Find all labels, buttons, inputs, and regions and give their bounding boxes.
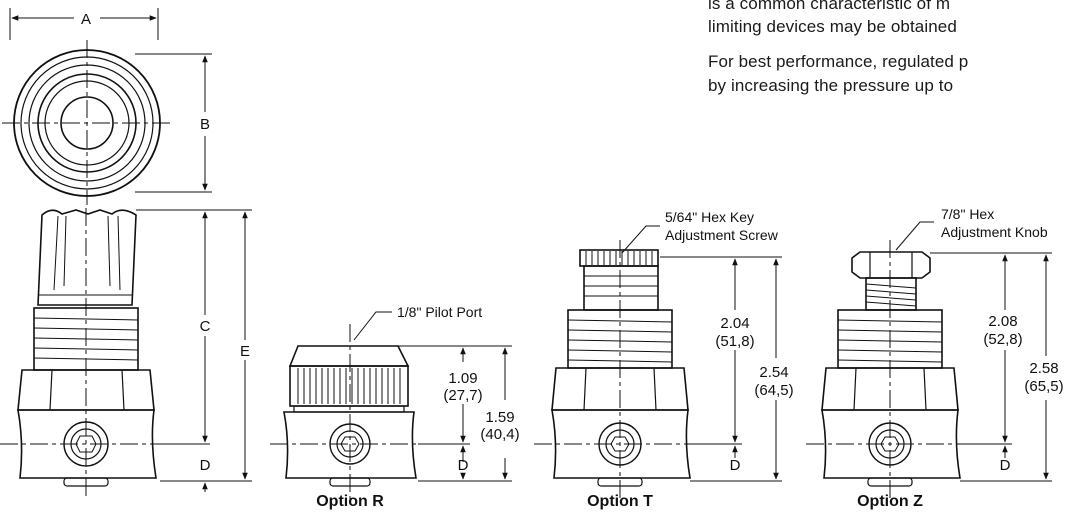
knob [37,209,137,306]
dim-c-label: C [200,318,211,335]
option-t-callout-line1: 5/64" Hex Key [665,209,754,225]
dim-b-label: B [200,116,210,133]
option-r-dim1-mm: (27,7) [443,387,482,404]
option-z-caption: Option Z [857,493,923,510]
option-t-dim1-mm: (51,8) [715,333,754,350]
option-r-caption: Option R [316,493,384,510]
prose-line-4: by increasing the pressure up to [708,76,954,95]
prose-line-2: limiting devices may be obtained [708,17,957,36]
option-z-dim1-in: 2.08 [988,313,1017,330]
top-view-circles [2,40,170,205]
dim-d-label: D [200,457,211,474]
prose-line-3: For best performance, regulated p [708,52,969,71]
option-t-callout-line2: Adjustment Screw [665,227,779,243]
dim-a-label: A [81,11,91,28]
dim-e-label: E [240,343,250,360]
option-z-callout-line2: Adjustment Knob [941,224,1048,240]
option-t-dim1-in: 2.04 [720,315,749,332]
option-z-dim2-mm: (65,5) [1024,378,1063,395]
main-regulator-view [0,8,252,500]
option-t-view [534,225,782,500]
option-t-dim2-in: 2.54 [759,364,788,381]
body [17,409,157,487]
option-t-dim2-mm: (64,5) [754,382,793,399]
option-z-view [806,221,1052,500]
option-z-dim2-in: 2.58 [1029,360,1058,377]
option-z-callout-line1: 7/8" Hex [941,206,994,222]
option-r-view [270,311,512,500]
option-r-dim-d: D [458,457,469,474]
option-t-caption: Option T [587,493,653,510]
option-r-callout: 1/8" Pilot Port [397,304,482,320]
option-r-dim2-in: 1.59 [485,409,514,426]
option-t-dim-d: D [730,457,741,474]
option-z-dim-d: D [1000,457,1011,474]
option-r-dim1-in: 1.09 [448,370,477,387]
prose-line-1: is a common characteristic of m [708,0,951,13]
option-z-dim1-mm: (52,8) [983,331,1022,348]
option-r-dim2-mm: (40,4) [480,426,519,443]
